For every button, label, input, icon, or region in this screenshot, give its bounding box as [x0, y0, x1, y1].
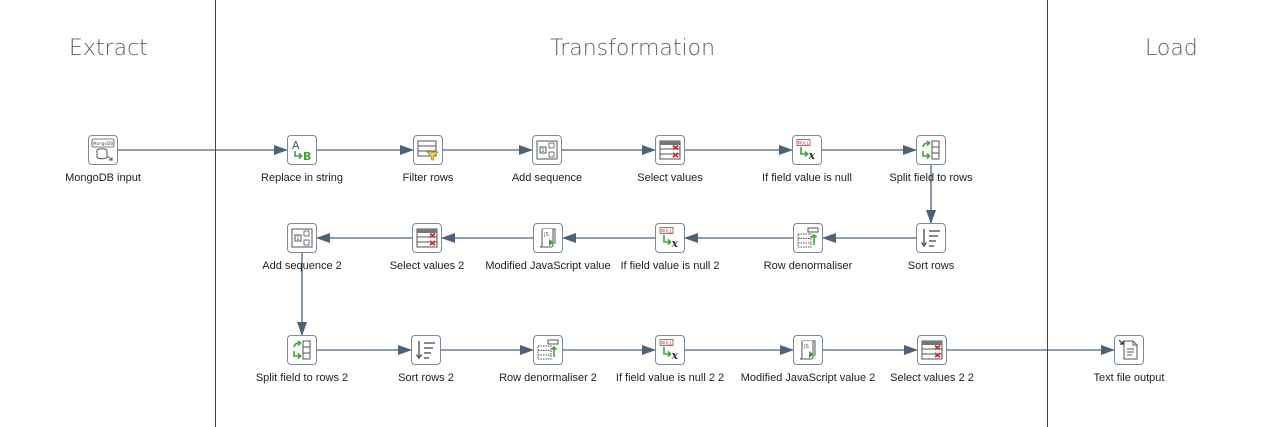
step-if-null-2[interactable]: NULL x — [655, 223, 685, 253]
step-label: Replace in string — [261, 172, 343, 184]
section-title-transformation: Transformation — [550, 36, 716, 61]
step-sort-rows[interactable] — [916, 223, 946, 253]
step-label: Modified JavaScript value 2 — [740, 372, 876, 384]
step-text-file-output[interactable] — [1114, 335, 1144, 365]
mongodb-icon: MongoDB — [91, 138, 115, 162]
add-sequence-icon: 1 — [535, 138, 559, 162]
step-filter-rows[interactable] — [413, 135, 443, 165]
step-label: Row denormaliser — [763, 260, 853, 272]
if-null-icon: NULL x — [795, 138, 819, 162]
row-denormaliser-icon — [796, 226, 820, 250]
select-values-icon — [415, 226, 439, 250]
step-label: If field value is null — [762, 172, 852, 184]
step-add-sequence[interactable]: 1 — [532, 135, 562, 165]
svg-text:NULL: NULL — [661, 228, 673, 234]
step-label: Split field to rows — [889, 172, 973, 184]
step-mongodb-input[interactable]: MongoDB — [88, 135, 118, 165]
replace-string-icon: A B — [290, 138, 314, 162]
split-field-icon — [919, 138, 943, 162]
step-label: MongoDB input — [65, 172, 141, 184]
sort-rows-icon — [919, 226, 943, 250]
javascript-icon: JS — [796, 338, 820, 362]
step-row-denorm-2[interactable] — [533, 335, 563, 365]
step-select-values-2-2[interactable] — [917, 335, 947, 365]
step-label: Sort rows — [907, 260, 955, 272]
step-label: Add sequence — [511, 172, 583, 184]
svg-text:x: x — [808, 149, 816, 162]
svg-text:NULL: NULL — [798, 140, 810, 146]
step-label: Select values — [637, 172, 703, 184]
sort-rows-icon — [414, 338, 438, 362]
svg-text:JS: JS — [543, 232, 549, 238]
step-label: Select values 2 2 — [890, 372, 974, 384]
step-label: Sort rows 2 — [398, 372, 454, 384]
svg-text:JS: JS — [803, 344, 809, 350]
step-mod-js[interactable]: JS — [533, 223, 563, 253]
step-split-field[interactable] — [916, 135, 946, 165]
step-label: Filter rows — [402, 172, 454, 184]
step-row-denorm[interactable] — [793, 223, 823, 253]
step-label: If field value is null 2 — [620, 260, 720, 272]
svg-text:x: x — [671, 349, 679, 362]
svg-text:A: A — [292, 139, 300, 152]
step-label: Add sequence 2 — [262, 260, 342, 272]
step-label: Text file output — [1093, 372, 1165, 384]
select-values-icon — [920, 338, 944, 362]
javascript-icon: JS — [536, 226, 560, 250]
svg-text:x: x — [671, 237, 679, 250]
svg-text:B: B — [303, 150, 311, 162]
if-null-icon: NULL x — [658, 338, 682, 362]
step-label: Row denormaliser 2 — [499, 372, 597, 384]
step-replace-in-string[interactable]: A B — [287, 135, 317, 165]
if-null-icon: NULL x — [658, 226, 682, 250]
svg-text:NULL: NULL — [661, 340, 673, 346]
row-denormaliser-icon — [536, 338, 560, 362]
text-file-output-icon — [1117, 338, 1141, 362]
filter-rows-icon — [416, 138, 440, 162]
step-label: Split field to rows 2 — [255, 372, 349, 384]
step-select-values-2[interactable] — [412, 223, 442, 253]
step-if-null-2-2[interactable]: NULL x — [655, 335, 685, 365]
step-label: If field value is null 2 2 — [615, 372, 725, 384]
section-title-load: Load — [1145, 36, 1198, 61]
step-select-values[interactable] — [655, 135, 685, 165]
split-field-icon — [290, 338, 314, 362]
section-divider-left — [215, 0, 216, 427]
svg-text:MongoDB: MongoDB — [93, 141, 113, 146]
section-title-extract: Extract — [69, 36, 148, 61]
step-label: Modified JavaScript value — [485, 260, 611, 272]
step-sort-rows-2[interactable] — [411, 335, 441, 365]
step-split-field-2[interactable] — [287, 335, 317, 365]
step-add-sequence-2[interactable]: 1 — [287, 223, 317, 253]
svg-text:1: 1 — [296, 236, 299, 242]
section-divider-right — [1047, 0, 1048, 427]
add-sequence-icon: 1 — [290, 226, 314, 250]
step-if-null[interactable]: NULL x — [792, 135, 822, 165]
select-values-icon — [658, 138, 682, 162]
svg-text:1: 1 — [541, 148, 544, 154]
step-mod-js-2[interactable]: JS — [793, 335, 823, 365]
step-label: Select values 2 — [389, 260, 465, 272]
